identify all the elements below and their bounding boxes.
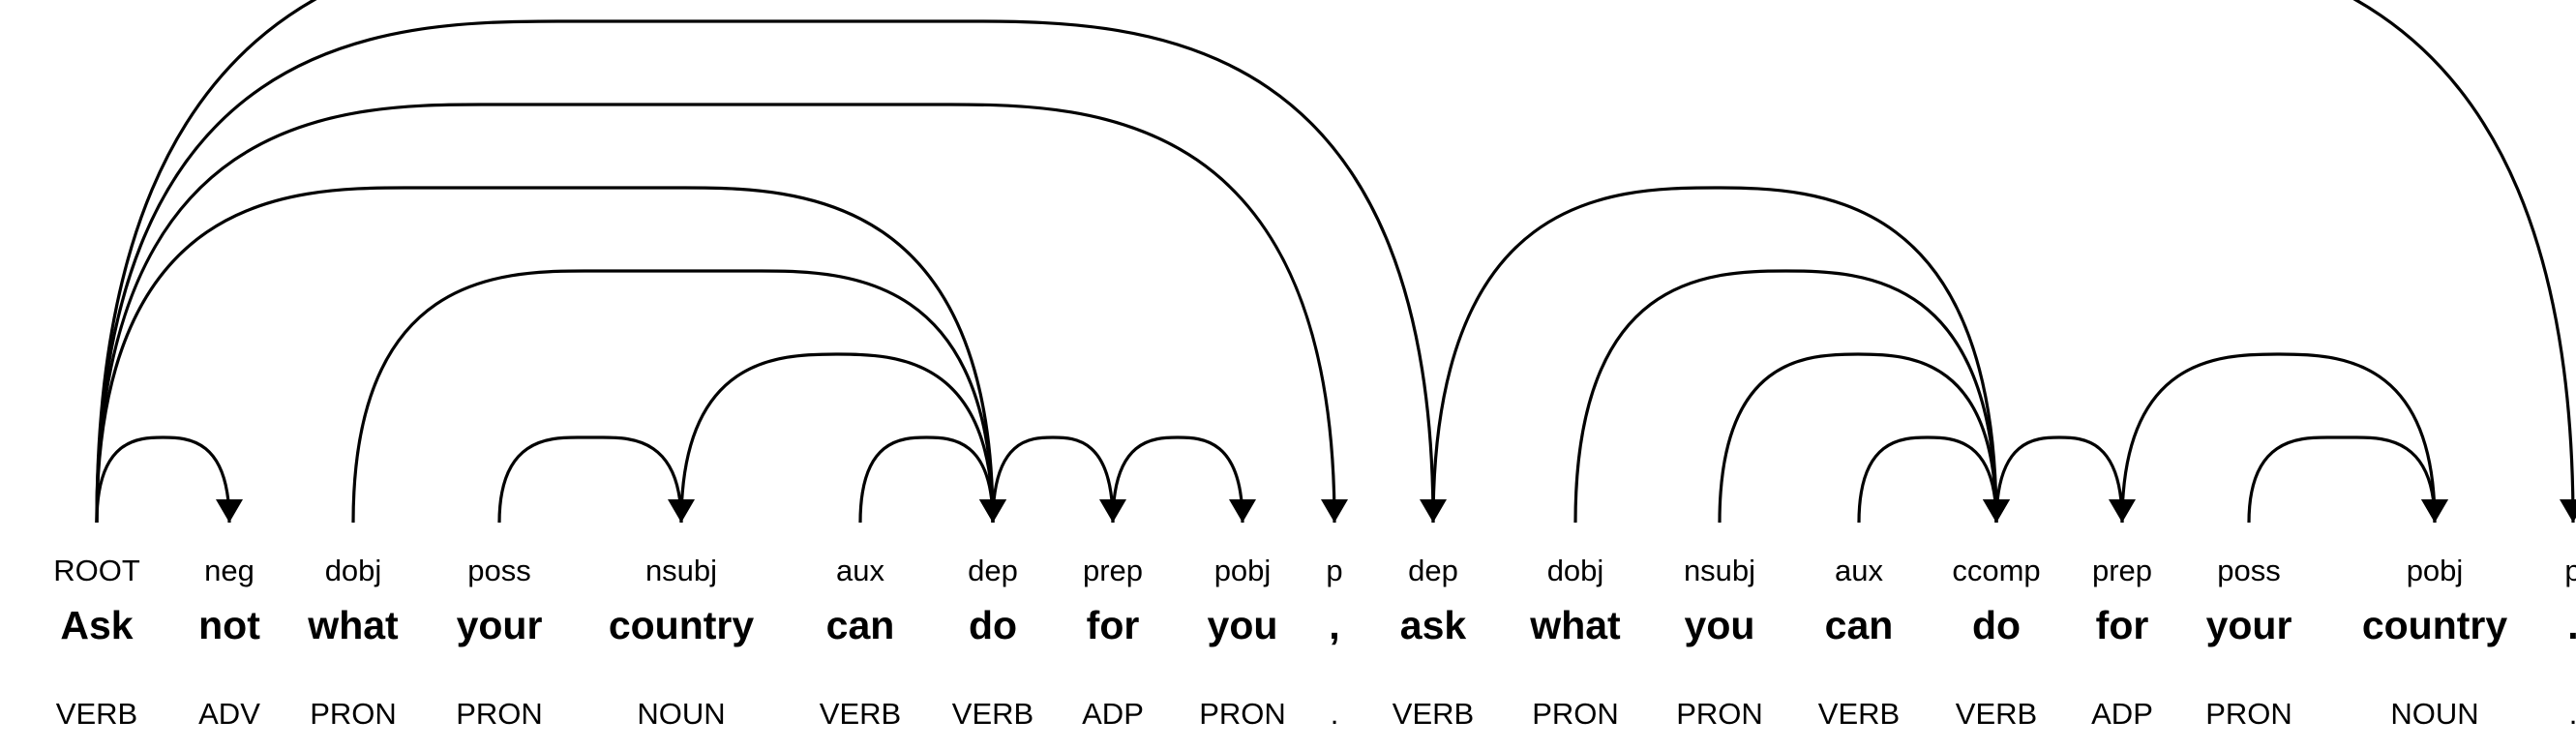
dep-relation-label-5: aux xyxy=(836,554,884,587)
pos-tag-label-2: PRON xyxy=(310,697,397,731)
dependency-arc xyxy=(95,19,1435,524)
pos-tag-label-12: PRON xyxy=(1676,697,1763,731)
dep-relation-label-2: dobj xyxy=(325,554,382,587)
dep-relation-label-3: poss xyxy=(467,554,530,587)
dep-relation-label-12: nsubj xyxy=(1684,554,1755,587)
dependency-arc xyxy=(858,435,995,524)
arrow-head-icon xyxy=(2560,499,2576,523)
pos-tag-label-14: VERB xyxy=(1956,697,2037,731)
arrow-head-icon xyxy=(2421,499,2448,523)
dependency-arc xyxy=(1111,435,1244,524)
arrow-head-icon xyxy=(216,499,243,523)
token-word-9[interactable]: , xyxy=(1329,603,1339,647)
token-word-5[interactable]: can xyxy=(826,603,895,647)
pos-tag-label-16: PRON xyxy=(2205,697,2292,731)
pos-tag-label-1: ADV xyxy=(198,697,260,731)
pos-tag-label-10: VERB xyxy=(1393,697,1474,731)
token-word-2[interactable]: what xyxy=(307,603,399,647)
dep-relation-label-4: nsubj xyxy=(645,554,717,587)
dependency-arc xyxy=(679,352,995,524)
dep-relation-label-18: p xyxy=(2564,554,2576,587)
pos-label-layer: VERB ADV PRON PRON NOUN VERB VERB ADP PRON. VERB P… xyxy=(56,697,2576,731)
dep-relation-label-0: ROOT xyxy=(53,554,140,587)
arrow-head-icon xyxy=(1321,499,1348,523)
token-word-11[interactable]: what xyxy=(1529,603,1621,647)
dep-relation-label-14: ccomp xyxy=(1952,554,2040,587)
dependency-arc xyxy=(2120,352,2437,524)
dependency-arc xyxy=(497,435,683,524)
dep-relation-label-16: poss xyxy=(2217,554,2280,587)
token-word-17[interactable]: country xyxy=(2362,603,2508,647)
arrow-head-icon xyxy=(1229,499,1256,523)
token-word-3[interactable]: your xyxy=(457,603,543,647)
dependency-arc xyxy=(1994,435,2124,524)
token-word-0[interactable]: Ask xyxy=(60,603,133,647)
dependency-arc xyxy=(95,103,1336,524)
token-word-10[interactable]: ask xyxy=(1400,603,1467,647)
token-word-8[interactable]: you xyxy=(1208,603,1278,647)
dependency-arc xyxy=(991,435,1115,524)
pos-tag-label-15: ADP xyxy=(2091,697,2153,731)
pos-tag-label-4: NOUN xyxy=(637,697,725,731)
dependency-arc xyxy=(1718,352,1998,524)
pos-tag-label-13: VERB xyxy=(1818,697,1900,731)
pos-tag-label-5: VERB xyxy=(820,697,901,731)
dependency-arc xyxy=(1573,269,1998,524)
dep-relation-label-8: pobj xyxy=(1214,554,1272,587)
dependency-arc xyxy=(2247,435,2437,524)
dep-relation-label-13: aux xyxy=(1835,554,1883,587)
dep-relation-label-7: prep xyxy=(1083,554,1143,587)
dependency-arc xyxy=(95,0,2575,524)
dependency-arc xyxy=(351,269,995,524)
pos-tag-label-11: PRON xyxy=(1532,697,1619,731)
dep-relation-label-17: pobj xyxy=(2407,554,2464,587)
token-word-12[interactable]: you xyxy=(1685,603,1755,647)
word-label-layer: Ask not what your country can do for you, ask what… xyxy=(60,603,2576,647)
token-word-4[interactable]: country xyxy=(609,603,755,647)
dep-relation-label-11: dobj xyxy=(1547,554,1604,587)
pos-tag-label-17: NOUN xyxy=(2390,697,2478,731)
pos-tag-label-8: PRON xyxy=(1199,697,1286,731)
dependency-arc xyxy=(95,435,231,524)
dep-relation-label-10: dep xyxy=(1408,554,1458,587)
dependency-arc xyxy=(1857,435,1998,524)
dep-relation-label-6: dep xyxy=(968,554,1018,587)
pos-tag-label-3: PRON xyxy=(456,697,543,731)
dependency-arc xyxy=(1431,186,1998,524)
token-word-6[interactable]: do xyxy=(969,603,1017,647)
arc-layer xyxy=(95,0,2576,524)
dep-label-layer: ROOT neg dobj poss nsubj aux dep prep pobj p dep do… xyxy=(53,554,2576,587)
pos-tag-label-6: VERB xyxy=(952,697,1033,731)
pos-tag-label-9: . xyxy=(1331,697,1339,731)
dep-relation-label-15: prep xyxy=(2092,554,2152,587)
dep-relation-label-1: neg xyxy=(204,554,255,587)
pos-tag-label-7: ADP xyxy=(1082,697,1144,731)
token-word-14[interactable]: do xyxy=(1972,603,2021,647)
dep-relation-label-9: p xyxy=(1326,554,1342,587)
token-word-15[interactable]: for xyxy=(2096,603,2149,647)
pos-tag-label-0: VERB xyxy=(56,697,137,731)
token-word-13[interactable]: can xyxy=(1825,603,1894,647)
token-word-1[interactable]: not xyxy=(198,603,260,647)
token-word-16[interactable]: your xyxy=(2206,603,2292,647)
token-word-7[interactable]: for xyxy=(1087,603,1140,647)
pos-tag-label-18: . xyxy=(2569,697,2576,731)
token-word-18[interactable]: . xyxy=(2567,603,2576,647)
dependency-arc xyxy=(95,186,995,524)
